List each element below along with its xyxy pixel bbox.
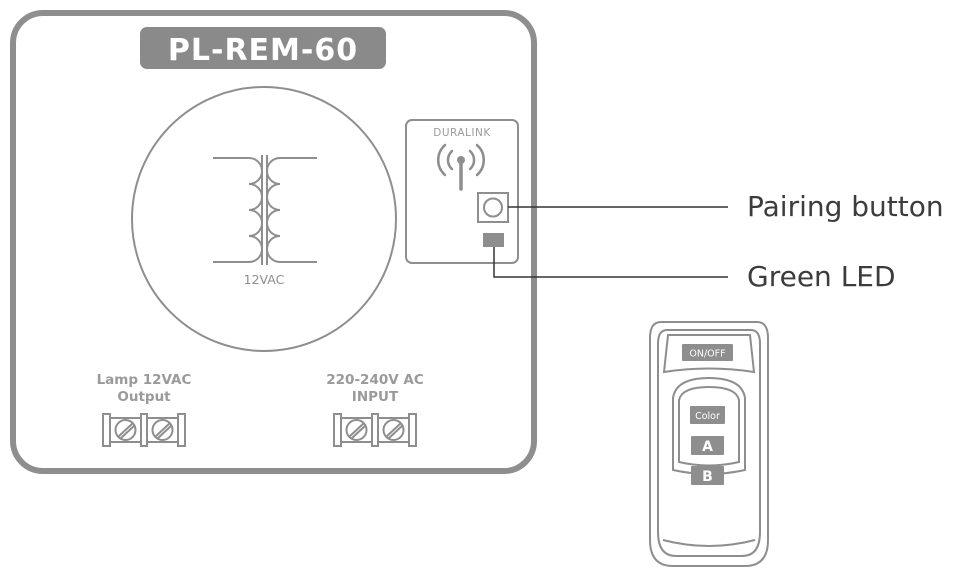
on-off-button[interactable] — [682, 344, 733, 361]
remote-top-cap — [662, 334, 756, 374]
transformer-icon — [213, 155, 317, 265]
color-button[interactable] — [690, 406, 725, 424]
a-button[interactable] — [691, 436, 724, 455]
color-label: Color — [695, 411, 720, 422]
input-label-line2: INPUT — [352, 389, 399, 405]
green-led-leader — [493, 247, 728, 278]
lamp-output-label-line2: Output — [117, 389, 171, 405]
terminal-screw-icon — [114, 419, 137, 441]
device-title: PL-REM-60 — [168, 33, 358, 68]
lamp-output-label-line1: Lamp 12VAC — [97, 372, 192, 388]
title-plate — [140, 27, 386, 69]
remote-bottom-arc — [662, 539, 756, 547]
a-label: A — [702, 439, 713, 455]
device-enclosure — [10, 10, 537, 474]
input-label-line1: 220-240V AC — [326, 372, 424, 388]
remote-inner-shell — [657, 329, 761, 557]
duralink-module — [405, 119, 519, 264]
on-off-label: ON/OFF — [689, 349, 725, 360]
terminal-screw-icon — [382, 419, 405, 441]
antenna-icon — [436, 143, 486, 191]
remote-button-well-inner — [678, 385, 740, 467]
pairing-button-label: Pairing button — [747, 190, 944, 223]
terminal-screw-icon — [345, 419, 368, 441]
terminal-screw-icon — [151, 419, 174, 441]
pairing-button-cap — [483, 197, 503, 218]
green-led-label: Green LED — [747, 260, 896, 293]
green-led — [483, 233, 504, 247]
b-label: B — [702, 469, 713, 485]
transformer-label: 12VAC — [244, 272, 285, 287]
module-brand: DURALINK — [433, 127, 491, 139]
transformer-circle — [131, 86, 397, 352]
b-button[interactable] — [691, 466, 724, 485]
